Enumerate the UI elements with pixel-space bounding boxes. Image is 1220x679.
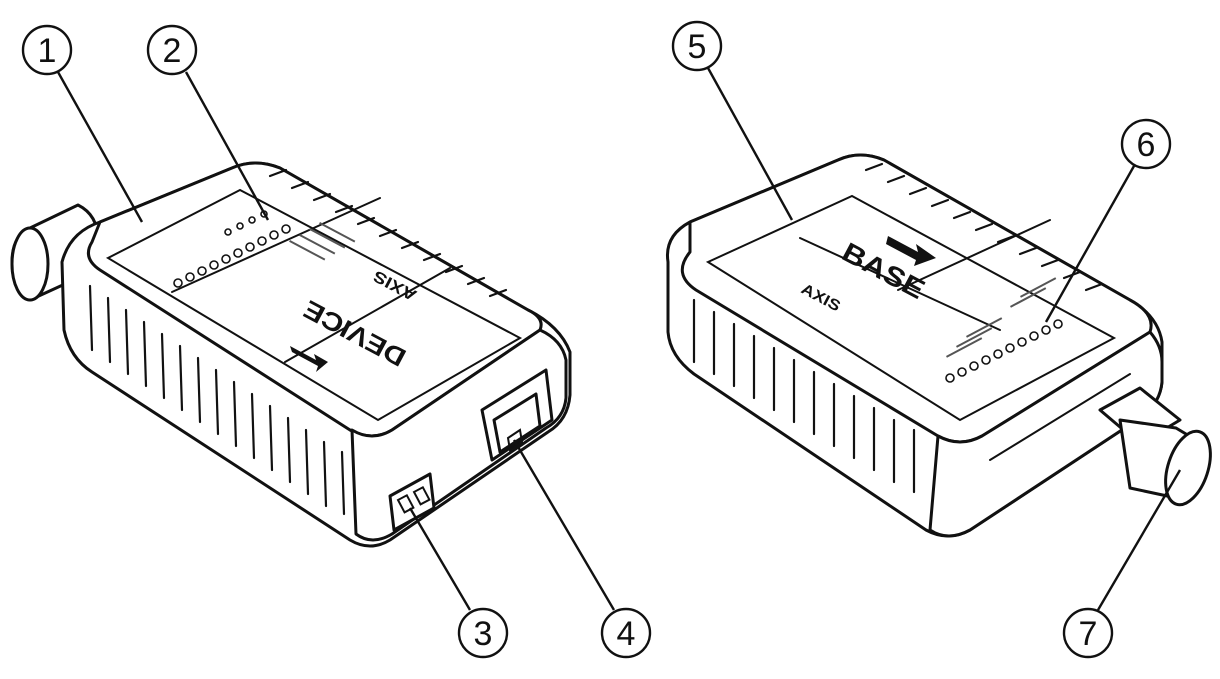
device-cooling-fins (88, 168, 508, 516)
device-unit: AXIS DEVICE (10, 161, 572, 548)
base-led-panel (945, 277, 1063, 383)
callout-5-label: 5 (688, 28, 707, 66)
callout-4-label: 4 (617, 615, 636, 653)
callout-6-label: 6 (1137, 126, 1156, 164)
callout-6 (1120, 118, 1172, 170)
base-unit: AXIS BASE (665, 153, 1212, 538)
callout-3 (457, 607, 509, 659)
device-led-panel (173, 210, 356, 288)
callout-2-label: 2 (163, 32, 182, 70)
callout-2 (146, 24, 198, 76)
callout-1 (21, 24, 73, 76)
power-connector (388, 472, 436, 532)
callout-5 (671, 20, 723, 72)
callout-7 (1062, 607, 1114, 659)
rj45-port (480, 368, 554, 462)
callout-1-label: 1 (38, 32, 57, 70)
base-arrow-icon (886, 236, 936, 266)
callout-7-label: 7 (1079, 615, 1098, 653)
callout-4 (600, 607, 652, 659)
callout-3-label: 3 (474, 615, 493, 653)
callouts: 1 2 3 4 5 6 7 (21, 20, 1182, 659)
coax-connector-base (1098, 386, 1212, 507)
base-cooling-fins (692, 162, 1104, 494)
device-arrow-icon (290, 346, 328, 372)
